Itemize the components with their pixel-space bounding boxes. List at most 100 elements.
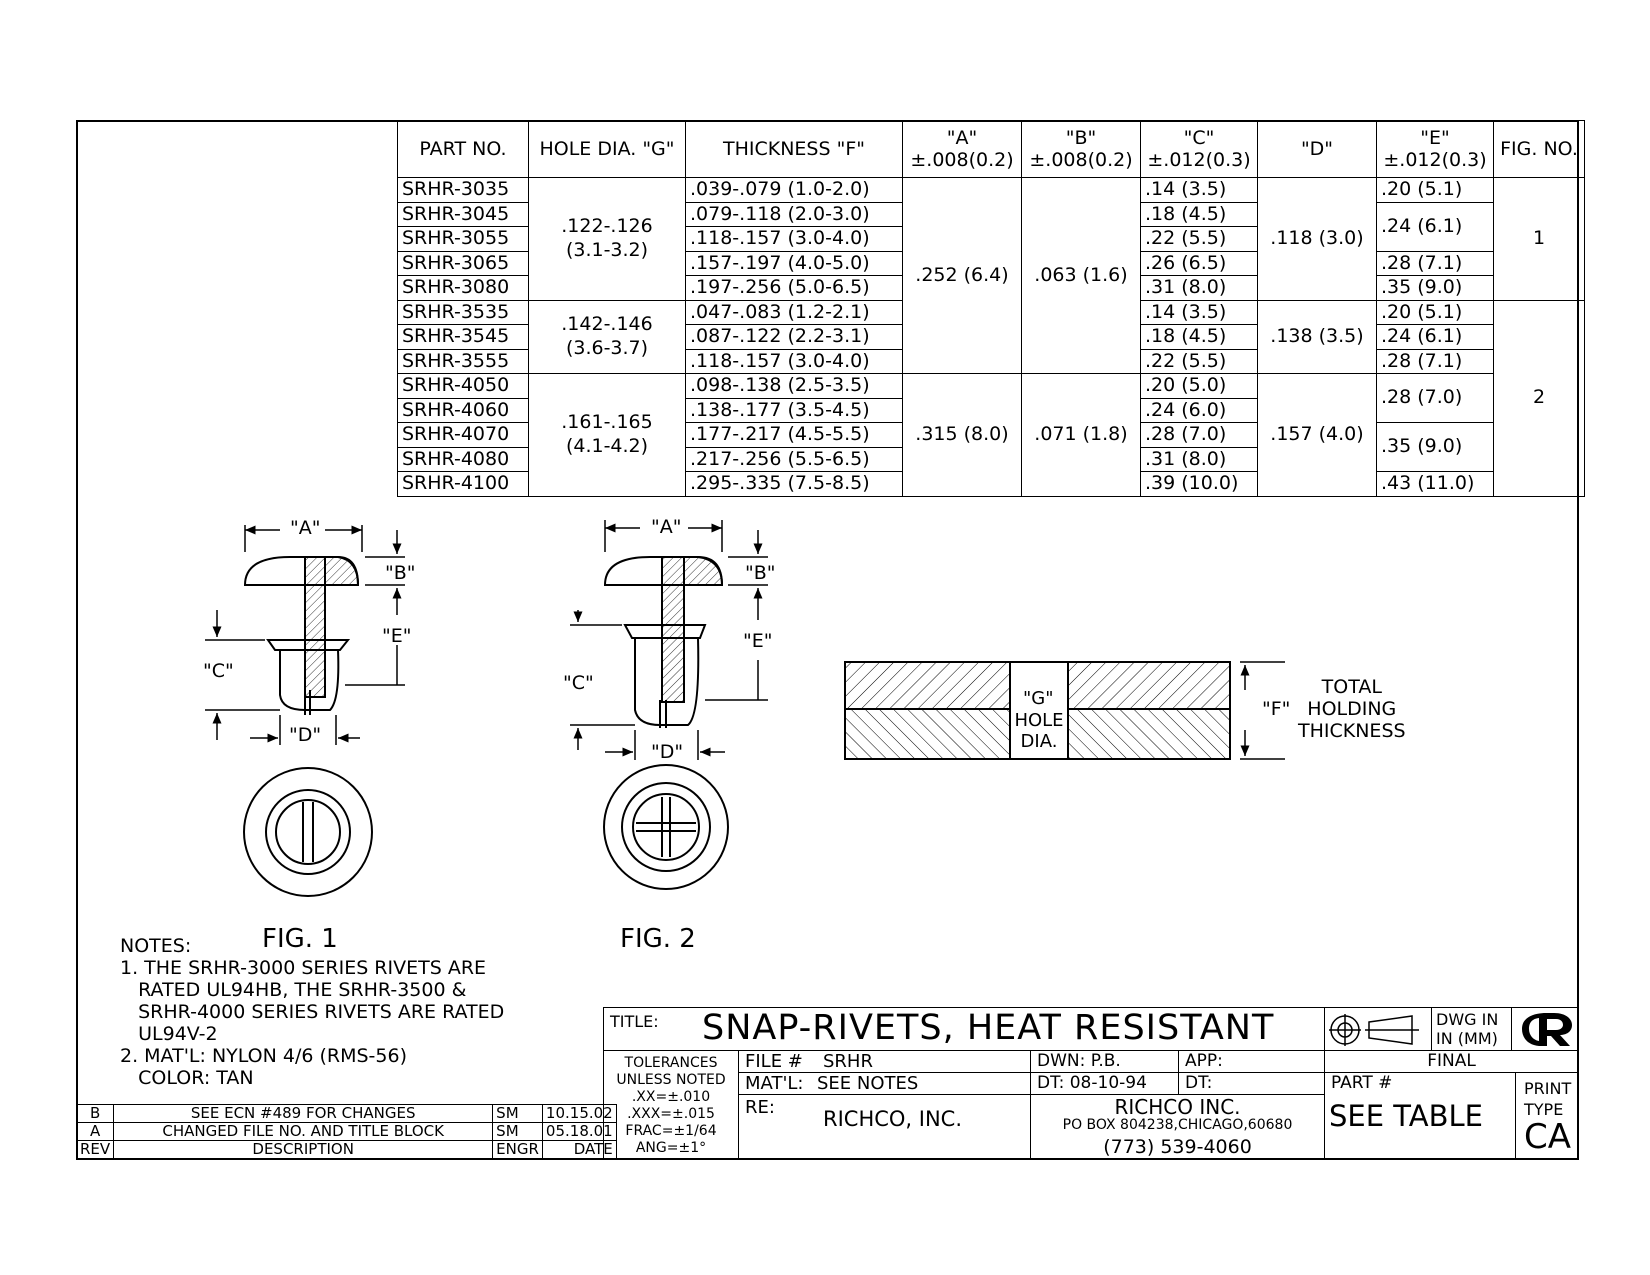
part-spec-table: PART NO. HOLE DIA. "G" THICKNESS "F" "A"…: [397, 120, 1585, 497]
company-logo-cell: [1511, 1007, 1579, 1051]
final-cell: FINAL: [1324, 1050, 1579, 1073]
g-label: "G": [1023, 688, 1054, 709]
fig2-top-view: [603, 764, 729, 890]
drawn-by-cell: DWN: P.B.: [1030, 1050, 1179, 1073]
rev-engr: SM: [492, 1104, 543, 1123]
thickness: .039-.079 (1.0-2.0): [685, 177, 903, 203]
part-no: SRHR-3035: [397, 177, 529, 203]
dim-e: .24 (6.1): [1376, 324, 1494, 350]
part-no: SRHR-3065: [397, 250, 529, 276]
dim-c-label: "C": [563, 672, 594, 694]
hole-dia: .161-.165(4.1-4.2): [528, 373, 686, 497]
dim-e: .24 (6.1): [1376, 201, 1494, 252]
dim-c: .22 (5.5): [1140, 348, 1258, 374]
approval-date-cell: DT:: [1178, 1072, 1325, 1095]
part-no: SRHR-3545: [397, 324, 529, 350]
fig2-label: FIG. 2: [620, 924, 696, 954]
part-no: SRHR-4050: [397, 373, 529, 399]
title-cell: TITLE: SNAP-RIVETS, HEAT RESISTANT: [603, 1007, 1325, 1051]
rev-letter: A: [75, 1122, 115, 1141]
header-d: "D": [1257, 120, 1377, 178]
dim-d-label: "D": [289, 724, 322, 746]
fig1-side-view: [243, 556, 360, 715]
dim-c: .31 (8.0): [1140, 275, 1258, 301]
dim-a: .252 (6.4): [902, 177, 1022, 374]
table-row: SRHR-3555 .118-.157 (3.0-4.0) .22 (5.5) …: [397, 348, 1585, 374]
part-no: SRHR-3535: [397, 299, 529, 325]
part-no: SRHR-4100: [397, 471, 529, 497]
dim-b: .071 (1.8): [1021, 373, 1141, 497]
table-row: SRHR-3065 .157-.197 (4.0-5.0) .26 (6.5) …: [397, 250, 1585, 276]
dim-e-label: "E": [743, 630, 773, 652]
f-label: "F": [1262, 698, 1291, 720]
note-line: SRHR-4000 SERIES RIVETS ARE RATED: [120, 1001, 505, 1023]
fig-no: 1: [1493, 177, 1585, 301]
thickness: .177-.217 (4.5-5.5): [685, 422, 903, 448]
table-row: SRHR-3080 .197-.256 (5.0-6.5) .31 (8.0) …: [397, 275, 1585, 301]
thickness: .098-.138 (2.5-3.5): [685, 373, 903, 399]
approved-by-cell: APP:: [1178, 1050, 1325, 1073]
dim-e: .28 (7.1): [1376, 250, 1494, 276]
part-no: SRHR-3045: [397, 201, 529, 227]
header-part-no: PART NO.: [397, 120, 529, 178]
note-line: 1. THE SRHR-3000 SERIES RIVETS ARE: [120, 957, 487, 979]
dim-a: .315 (8.0): [902, 373, 1022, 497]
date-cell: DT: 08-10-94: [1030, 1072, 1179, 1095]
header-b: "B"±.008(0.2): [1021, 120, 1141, 178]
dim-e: .28 (7.0): [1376, 373, 1494, 423]
revision-row: B SEE ECN #489 FOR CHANGES SM 10.15.02: [75, 1104, 617, 1123]
header-e: "E"±.012(0.3): [1376, 120, 1494, 178]
rev-letter: B: [75, 1104, 115, 1123]
table-row: SRHR-3535 .142-.146(3.6-3.7) .047-.083 (…: [397, 299, 1585, 497]
dim-e-label: "E": [382, 625, 412, 647]
header-hole-dia: HOLE DIA. "G": [528, 120, 686, 178]
note-line: COLOR: TAN: [120, 1067, 254, 1089]
thickness: .157-.197 (4.0-5.0): [685, 250, 903, 276]
header-a: "A"±.008(0.2): [902, 120, 1022, 178]
dim-c: .18 (4.5): [1140, 324, 1258, 350]
panel-section-view: [844, 661, 1231, 760]
print-type-value: CA: [1524, 1117, 1571, 1157]
thickness: .118-.157 (3.0-4.0): [685, 348, 903, 374]
dim-c: .14 (3.5): [1140, 177, 1258, 203]
fig-no: 2: [1493, 299, 1585, 497]
revision-header-row: REV DESCRIPTION ENGR DATE: [75, 1140, 617, 1159]
header-fig-no: FIG. NO.: [1493, 120, 1585, 178]
dim-a-label: "A": [290, 517, 321, 539]
table-row: SRHR-4060 .138-.177 (3.5-4.5) .24 (6.0): [397, 397, 1585, 423]
part-no-cell: PART # SEE TABLE: [1324, 1072, 1516, 1160]
dim-e: .20 (5.1): [1376, 299, 1494, 325]
thickness: .295-.335 (7.5-8.5): [685, 471, 903, 497]
dim-c: .26 (6.5): [1140, 250, 1258, 276]
material-cell: MAT'L: SEE NOTES: [738, 1072, 1031, 1095]
tolerances-cell: TOLERANCES UNLESS NOTED .XX=±.010 .XXX=±…: [603, 1050, 739, 1160]
dim-b: .063 (1.6): [1021, 177, 1141, 374]
dim-c: .28 (7.0): [1140, 422, 1258, 448]
re-cell: RE: RICHCO, INC.: [738, 1094, 1031, 1160]
material: SEE NOTES: [817, 1073, 919, 1094]
table-row: SRHR-3035 .122-.126(3.1-3.2) .039-.079 (…: [397, 177, 1585, 374]
dim-e: .35 (9.0): [1376, 275, 1494, 301]
dim-e: .28 (7.1): [1376, 348, 1494, 374]
rev-description: CHANGED FILE NO. AND TITLE BLOCK: [113, 1122, 494, 1141]
drawing-title: SNAP-RIVETS, HEAT RESISTANT: [702, 1008, 1275, 1048]
fig1-label: FIG. 1: [262, 924, 338, 954]
dim-d-label: "D": [651, 741, 684, 763]
dim-e: .35 (9.0): [1376, 422, 1494, 472]
header-c: "C"±.012(0.3): [1140, 120, 1258, 178]
table-row: SRHR-4100 .295-.335 (7.5-8.5) .39 (10.0)…: [397, 471, 1585, 497]
richco-logo-icon: [1522, 1013, 1572, 1046]
part-no-value: SEE TABLE: [1329, 1099, 1483, 1133]
table-row: SRHR-3045 .079-.118 (2.0-3.0) .18 (4.5) …: [397, 201, 1585, 252]
thickness: .079-.118 (2.0-3.0): [685, 201, 903, 227]
rev-date: 10.15.02: [542, 1104, 617, 1123]
dim-d: .118 (3.0): [1257, 177, 1377, 301]
rev-description: SEE ECN #489 FOR CHANGES: [113, 1104, 494, 1123]
revision-row: A CHANGED FILE NO. AND TITLE BLOCK SM 05…: [75, 1122, 617, 1141]
file-no-cell: FILE # SRHR: [738, 1050, 1031, 1073]
